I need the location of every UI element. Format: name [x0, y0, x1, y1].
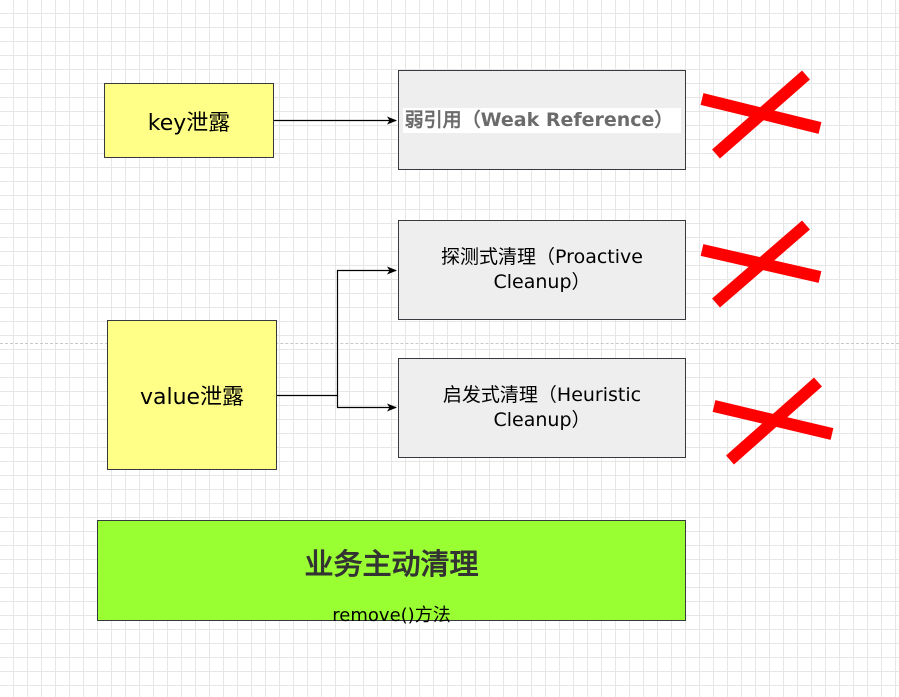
proactive-cleanup-label: 探测式清理（Proactive Cleanup） — [441, 246, 643, 293]
heuristic-cleanup-label: 启发式清理（Heuristic Cleanup） — [442, 384, 642, 431]
dashed-separator-line — [0, 343, 899, 344]
value-leak-node[interactable]: value泄露 — [107, 320, 277, 470]
business-cleanup-node[interactable]: 业务主动清理 remove()方法 — [97, 520, 686, 626]
proactive-cleanup-node[interactable]: 探测式清理（Proactive Cleanup） — [398, 220, 686, 320]
heuristic-cleanup-node[interactable]: 启发式清理（Heuristic Cleanup） — [398, 358, 686, 458]
business-cleanup-subtitle: remove()方法 — [332, 605, 451, 626]
edge-value-to-proactive-cleanup — [277, 266, 397, 397]
cross-mark-proactive-cleanup — [700, 220, 822, 308]
cross-mark-weak-reference — [700, 70, 822, 159]
weak-reference-node[interactable]: 弱引用（Weak Reference） — [398, 70, 686, 170]
weak-reference-label: 弱引用（Weak Reference） — [402, 107, 682, 133]
key-leak-node[interactable]: key泄露 — [104, 83, 274, 158]
business-cleanup-title: 业务主动清理 — [304, 547, 479, 581]
value-leak-label: value泄露 — [139, 385, 245, 410]
edge-value-to-heuristic-cleanup — [336, 395, 397, 412]
key-leak-label: key泄露 — [147, 110, 231, 136]
cross-mark-heuristic-cleanup — [712, 377, 834, 465]
